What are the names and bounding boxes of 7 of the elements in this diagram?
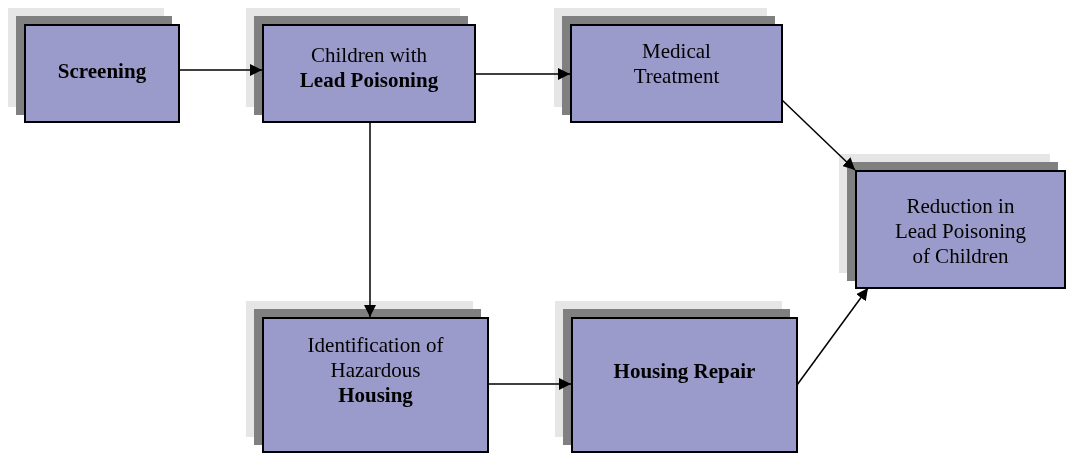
box-label: Identification of Hazardous Housing [306, 333, 445, 408]
arrow [364, 121, 376, 318]
box-label: Housing Repair [613, 359, 756, 384]
box-label: Reduction in Lead Poisoning of Children [893, 194, 1028, 269]
box-label: Medical Treatment [632, 39, 721, 89]
box-label: Screening [57, 59, 147, 84]
box-label: Children with Lead Poisoning [298, 43, 440, 93]
